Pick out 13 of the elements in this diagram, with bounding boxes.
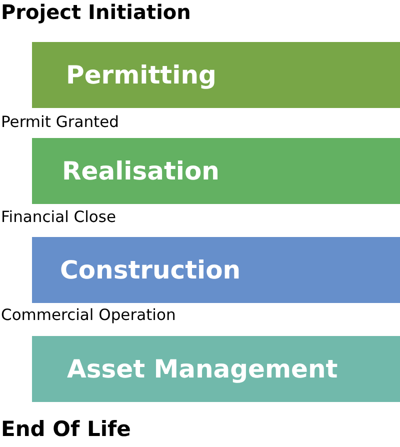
milestone-label: Financial Close — [1, 209, 116, 227]
phase-band — [32, 336, 400, 402]
milestone-label: Project Initiation — [1, 1, 191, 24]
phase-band — [32, 237, 400, 303]
phase-label: Permitting — [66, 61, 216, 89]
milestone-label: End Of Life — [1, 417, 131, 442]
phase-label: Construction — [60, 256, 241, 284]
phase-label: Realisation — [62, 157, 220, 185]
milestone-label: Commercial Operation — [1, 307, 176, 325]
phase-label: Asset Management — [67, 355, 338, 383]
milestone-label: Permit Granted — [1, 114, 119, 132]
phase-band — [32, 138, 400, 204]
phase-band — [32, 42, 400, 108]
